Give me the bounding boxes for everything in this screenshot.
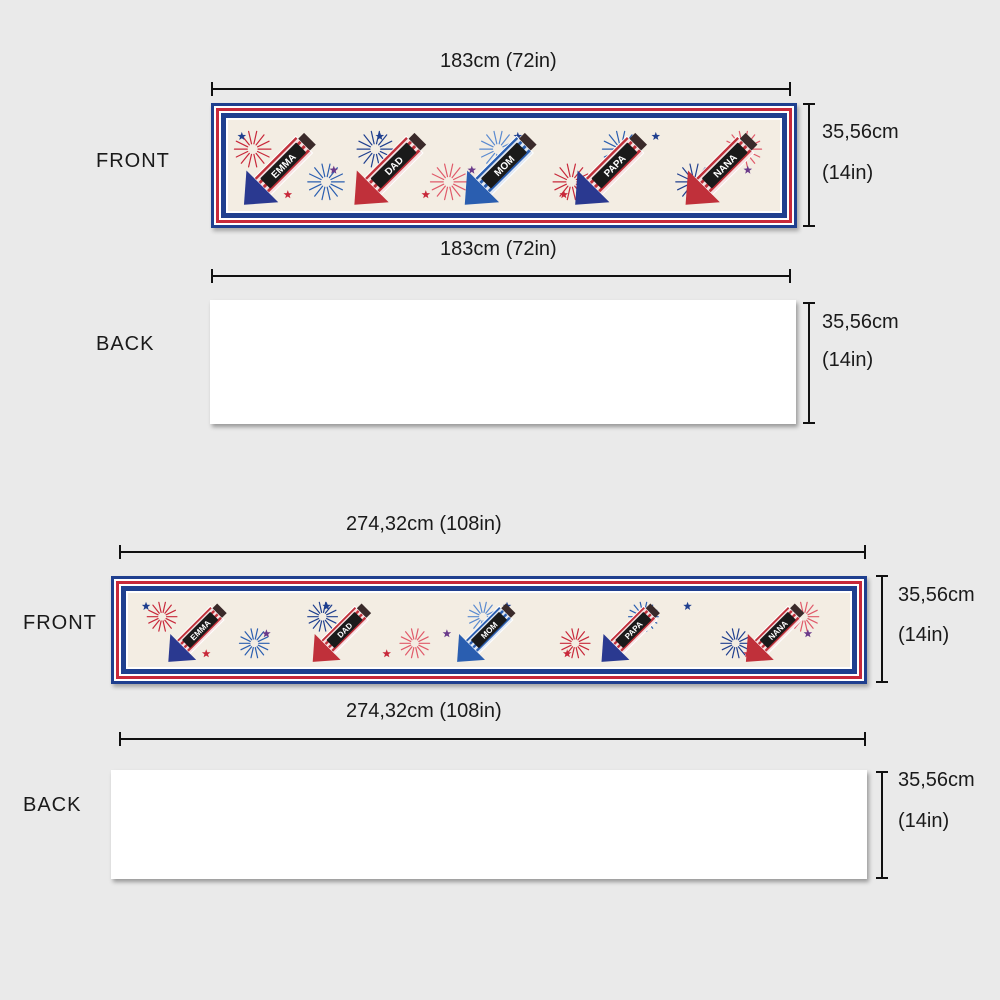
set2-firework: [146, 601, 178, 632]
set1-star: [329, 165, 339, 174]
set1-star: [421, 190, 431, 199]
set2-front-height-cm: 35,56cm: [898, 584, 975, 606]
set2-star: [262, 629, 271, 638]
set2-back-height-cm: 35,56cm: [898, 769, 975, 791]
set1-front-height-in: (14in): [822, 162, 874, 184]
set1-front-height-line: [803, 103, 815, 227]
set1-back-height-line: [803, 302, 815, 424]
set2-star: [803, 629, 813, 638]
set2-firework: [307, 601, 338, 632]
set2-firework: [238, 628, 270, 659]
set1-star: [559, 190, 569, 199]
set2-firework: [559, 628, 591, 659]
set1-star: [743, 165, 753, 174]
set1-front-label: FRONT: [96, 150, 170, 172]
set1-firework: [307, 163, 345, 201]
set2-star: [141, 601, 151, 610]
set2-rocket-nana: NANA: [745, 603, 805, 662]
set2-front-height-in: (14in): [898, 624, 950, 646]
set2-star: [322, 601, 331, 610]
set1-rocket-nana: NANA: [685, 132, 758, 205]
set1-star: [237, 131, 247, 140]
set1-star: [513, 131, 523, 140]
set1-rocket-papa: PAPA: [575, 132, 647, 205]
set1-back-height-cm: 35,56cm: [822, 311, 899, 333]
set2-front-runner: EMMA DAD MOM PAPA NANA: [111, 576, 867, 684]
set2-front-height-line: [876, 575, 888, 683]
set1-bottom-width-line: [211, 269, 791, 283]
set1-firework: [429, 163, 468, 201]
set2-bottom-width-line: [119, 732, 866, 746]
set2-star: [683, 601, 692, 610]
set1-top-width-line: [211, 82, 791, 96]
set1-star: [375, 131, 385, 140]
set2-firework: [720, 628, 752, 659]
set2-back-height-in: (14in): [898, 810, 950, 832]
set1-star: [283, 190, 293, 199]
set2-star: [382, 649, 391, 658]
set2-star: [442, 629, 452, 638]
set1-back-panel: [210, 300, 796, 424]
set1-front-height-cm: 35,56cm: [822, 121, 899, 143]
set2-star: [201, 649, 211, 658]
set2-rocket-mom: MOM: [457, 603, 516, 662]
set1-bottom-width-label: 183cm (72in): [440, 238, 557, 260]
set2-rocket-emma: EMMA: [168, 603, 227, 662]
set1-star: [651, 131, 661, 140]
set1-rocket-emma: EMMA: [243, 132, 316, 205]
set2-top-width-label: 274,32cm (108in): [346, 513, 502, 535]
set2-back-panel: [111, 770, 867, 879]
set2-back-height-line: [876, 771, 888, 879]
set1-back-label: BACK: [96, 333, 155, 355]
set2-firework: [399, 628, 431, 659]
set2-rocket-dad: DAD: [312, 603, 372, 662]
set1-top-width-label: 183cm (72in): [440, 50, 557, 72]
set2-front-label: FRONT: [23, 612, 97, 634]
set2-star: [562, 649, 572, 658]
set1-star: [467, 165, 477, 174]
set1-rocket-dad: DAD: [354, 132, 427, 205]
set1-back-height-in: (14in): [822, 349, 874, 371]
set2-back-label: BACK: [23, 794, 82, 816]
set1-firework: [233, 130, 272, 168]
set2-bottom-width-label: 274,32cm (108in): [346, 700, 502, 722]
set2-top-width-line: [119, 545, 866, 559]
set2-rocket-papa: PAPA: [601, 603, 660, 662]
